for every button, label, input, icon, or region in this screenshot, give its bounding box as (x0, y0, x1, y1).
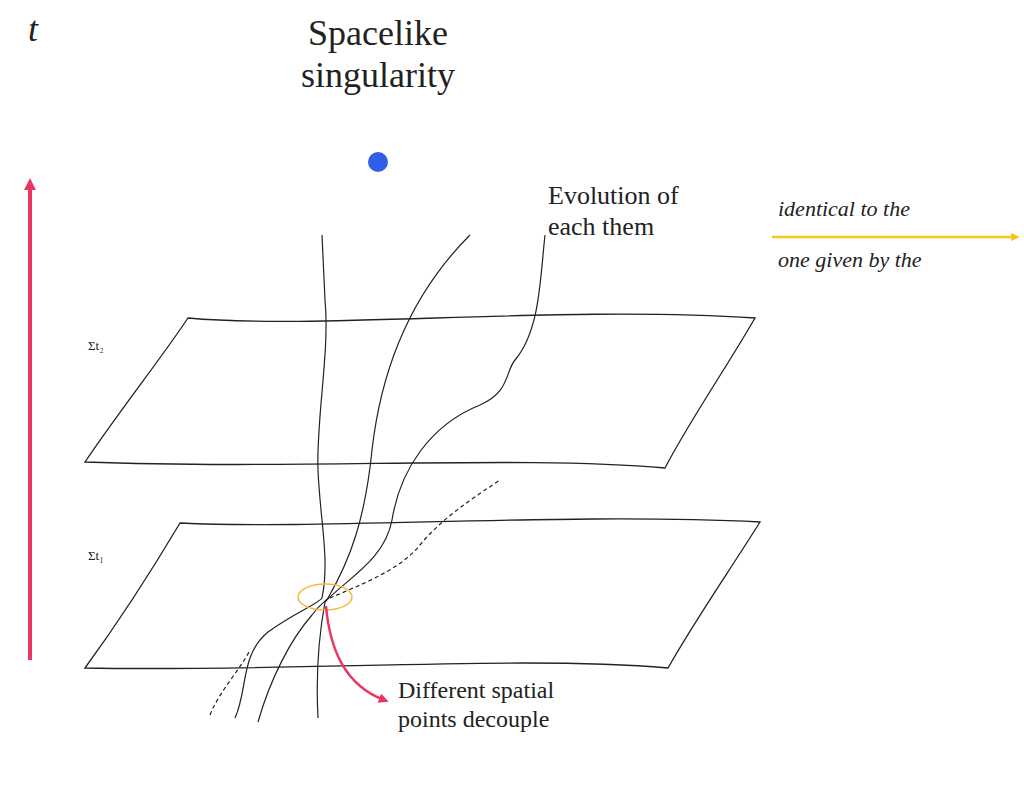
axis-label: t (28, 8, 38, 51)
time-axis (28, 184, 32, 660)
pointer-arrow (326, 606, 384, 700)
worldlines (210, 235, 545, 722)
singularity-dot (368, 152, 388, 172)
annotation: Different spatial points decouple (398, 676, 608, 734)
hypersurface (85, 519, 760, 669)
surface-label: Σt₂ (88, 338, 104, 354)
arrow-text: one given by the (778, 247, 922, 273)
hypersurface (85, 314, 755, 468)
title: Spacelike singularity (263, 12, 493, 97)
surface-label: Σt₁ (88, 548, 104, 564)
annotation: Evolution of each them (548, 180, 723, 242)
yellow-arrow (772, 236, 1016, 239)
arrow-text: identical to the (778, 196, 910, 222)
